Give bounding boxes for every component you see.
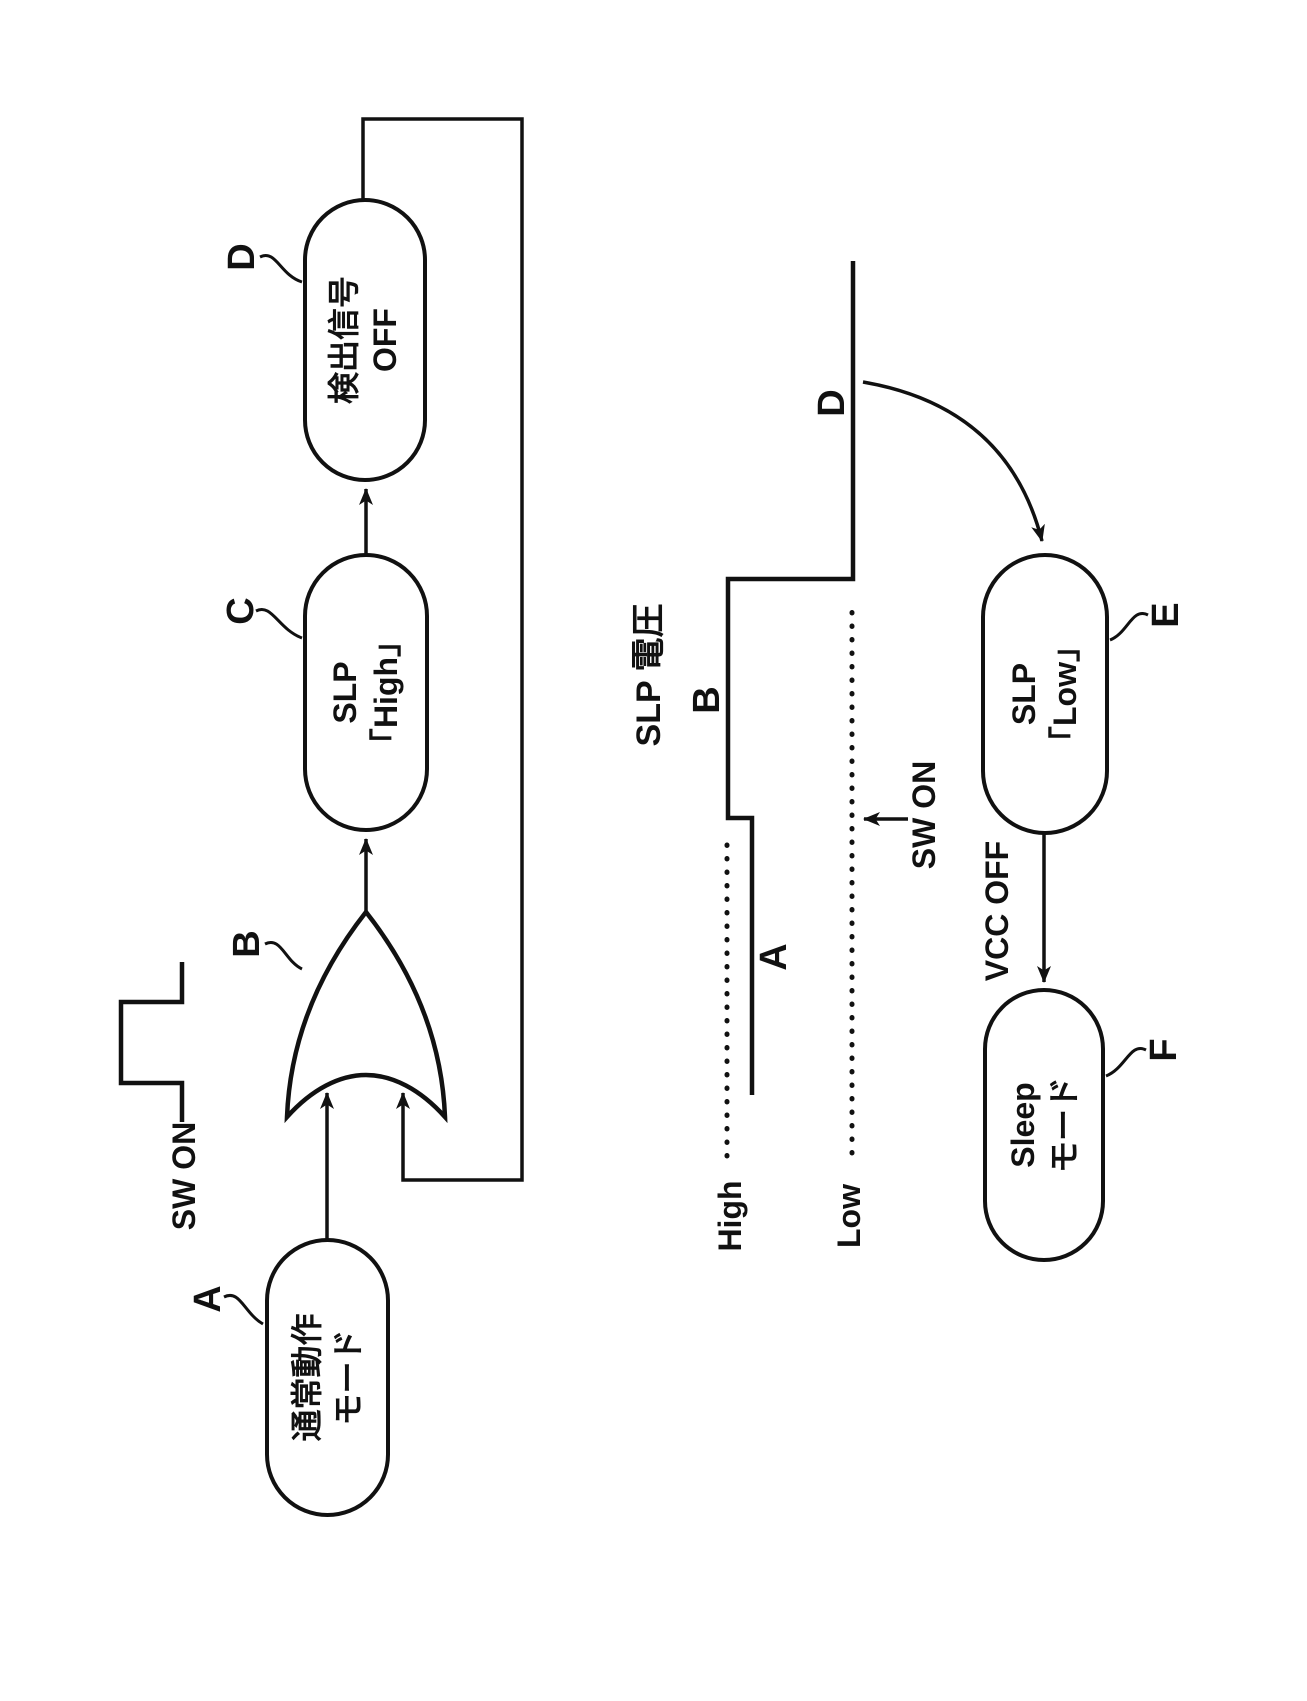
timing-segment-label-d: D xyxy=(810,389,853,417)
ref-label-c: C xyxy=(219,597,262,625)
ref-label-f: F xyxy=(1142,1038,1185,1062)
node-a-normal-mode: 通常動作 モード xyxy=(267,1240,388,1515)
ref-label-a: A xyxy=(186,1285,229,1313)
node-a-line1: 通常動作 xyxy=(288,1313,325,1442)
vcc-off-label: VCC OFF xyxy=(978,840,1015,982)
sw-on-pulse-label: SW ON xyxy=(165,1121,202,1231)
node-a-line2: モード xyxy=(329,1329,366,1426)
leader-ref-e xyxy=(1109,612,1149,642)
low-level-label: Low xyxy=(830,1184,867,1248)
node-e-line1: SLP xyxy=(1006,662,1043,726)
node-f-line1: Sleep xyxy=(1005,1082,1042,1168)
node-c-line1: SLP xyxy=(327,661,364,724)
high-level-label: High xyxy=(711,1180,748,1252)
or-gate-shape xyxy=(284,908,448,1124)
node-e-line2: 「Low」 xyxy=(1047,630,1083,758)
timing-title-slp-voltage: SLP 電圧 xyxy=(629,603,668,747)
node-e-slp-low: SLP 「Low」 xyxy=(983,555,1107,833)
timing-segment-label-b: B xyxy=(685,686,728,714)
feedback-loop-d-to-or xyxy=(361,117,524,1182)
leader-ref-d xyxy=(259,254,303,284)
leader-ref-b xyxy=(264,940,303,971)
ref-label-b: B xyxy=(225,930,268,958)
node-c-slp-high: SLP 「High」 xyxy=(305,555,427,830)
node-c-line2: 「High」 xyxy=(368,624,404,761)
ref-label-d: D xyxy=(220,243,263,271)
sw-on-time-label: SW ON xyxy=(905,760,942,870)
slp-voltage-waveform xyxy=(725,261,856,1095)
node-d-line1: 検出信号 xyxy=(326,276,363,405)
node-f-outline xyxy=(983,988,1105,1262)
timing-segment-label-a: A xyxy=(752,943,795,971)
node-d-line2: OFF xyxy=(367,308,403,372)
ref-label-e: E xyxy=(1144,602,1187,628)
node-f-sleep-mode: Sleep モード xyxy=(985,990,1103,1260)
node-d-detect-signal-off: 検出信号 OFF xyxy=(305,200,425,480)
leader-ref-c xyxy=(255,608,303,640)
node-f-line2: モード xyxy=(1046,1077,1082,1174)
leader-ref-a xyxy=(223,1293,264,1326)
curved-arrow-d-to-e xyxy=(862,380,1045,542)
node-d-outline xyxy=(303,198,427,482)
leader-ref-f xyxy=(1105,1047,1147,1078)
sw-on-pulse-waveform xyxy=(118,962,185,1122)
